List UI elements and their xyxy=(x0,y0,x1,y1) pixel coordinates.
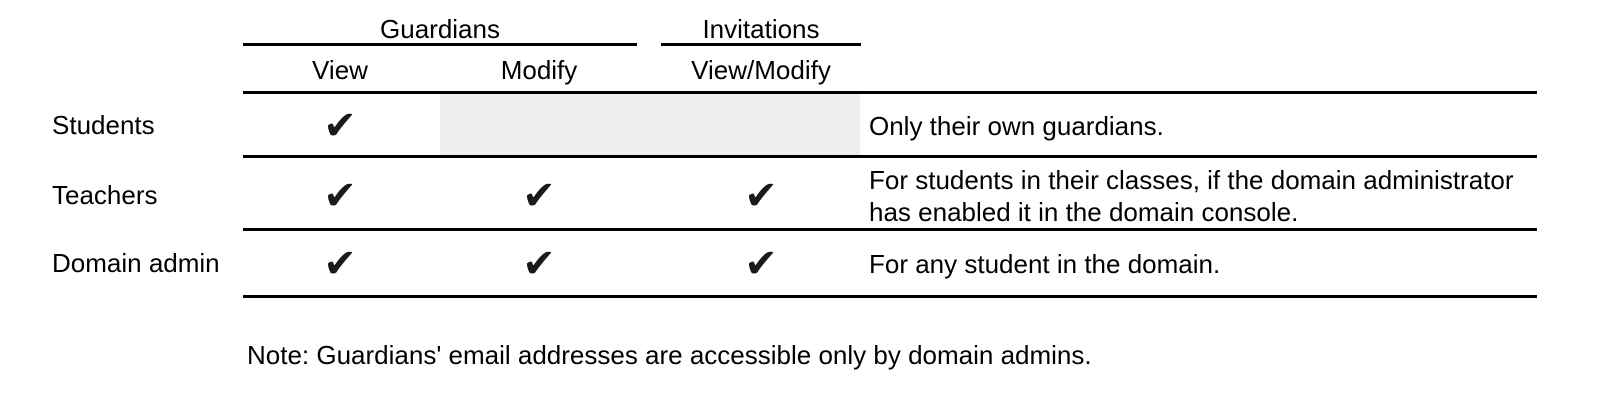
cell-check-students-guardians-view: ✔ xyxy=(310,106,370,146)
row-description-domain-admin: For any student in the domain. xyxy=(869,248,1519,280)
group-rule-guardians xyxy=(243,43,637,46)
check-icon: ✔ xyxy=(323,103,357,149)
column-header-guardians-view: View xyxy=(240,55,440,85)
column-header-guardians-modify-label: Modify xyxy=(500,55,578,85)
cell-check-domain-admin-guardians-modify: ✔ xyxy=(509,244,569,284)
check-icon: ✔ xyxy=(744,173,778,219)
check-icon: ✔ xyxy=(323,173,357,219)
row-label-domain-admin: Domain admin xyxy=(52,248,220,279)
row-label-students: Students xyxy=(52,110,155,141)
column-header-guardians-modify: Modify xyxy=(439,55,639,85)
row-label-students-text: Students xyxy=(52,110,155,140)
row-label-domain-admin-text: Domain admin xyxy=(52,248,220,278)
row-description-teachers: For students in their classes, if the do… xyxy=(869,164,1514,228)
column-header-invitations-view-modify: View/Modify xyxy=(651,55,871,85)
cell-check-domain-admin-guardians-view: ✔ xyxy=(310,244,370,284)
table-rule-after-teachers xyxy=(243,228,1537,231)
cell-check-teachers-guardians-view: ✔ xyxy=(310,176,370,216)
table-rule-header-bottom xyxy=(243,91,1537,94)
group-header-invitations: Invitations xyxy=(661,14,861,44)
group-header-guardians-label: Guardians xyxy=(380,14,500,44)
check-icon: ✔ xyxy=(522,241,556,287)
cell-shade-students-modify-invitations xyxy=(440,94,860,157)
row-description-teachers-text: For students in their classes, if the do… xyxy=(869,165,1514,227)
row-label-teachers-text: Teachers xyxy=(52,180,158,210)
column-header-guardians-view-label: View xyxy=(312,55,368,85)
cell-check-domain-admin-invitations-view-modify: ✔ xyxy=(731,244,791,284)
footnote: Note: Guardians' email addresses are acc… xyxy=(247,339,1092,371)
table-rule-after-students xyxy=(243,155,1537,158)
group-header-invitations-label: Invitations xyxy=(702,14,820,44)
row-description-domain-admin-text: For any student in the domain. xyxy=(869,249,1221,279)
check-icon: ✔ xyxy=(323,241,357,287)
check-icon: ✔ xyxy=(744,241,778,287)
group-header-guardians: Guardians xyxy=(243,14,637,44)
group-rule-invitations xyxy=(661,43,861,46)
row-label-teachers: Teachers xyxy=(52,180,158,211)
cell-check-teachers-invitations-view-modify: ✔ xyxy=(731,176,791,216)
column-header-invitations-view-modify-label: View/Modify xyxy=(691,55,831,85)
table-rule-bottom xyxy=(243,295,1537,298)
row-description-students: Only their own guardians. xyxy=(869,110,1519,142)
footnote-text: Note: Guardians' email addresses are acc… xyxy=(247,340,1092,370)
cell-check-teachers-guardians-modify: ✔ xyxy=(509,176,569,216)
row-description-students-text: Only their own guardians. xyxy=(869,111,1164,141)
check-icon: ✔ xyxy=(522,173,556,219)
